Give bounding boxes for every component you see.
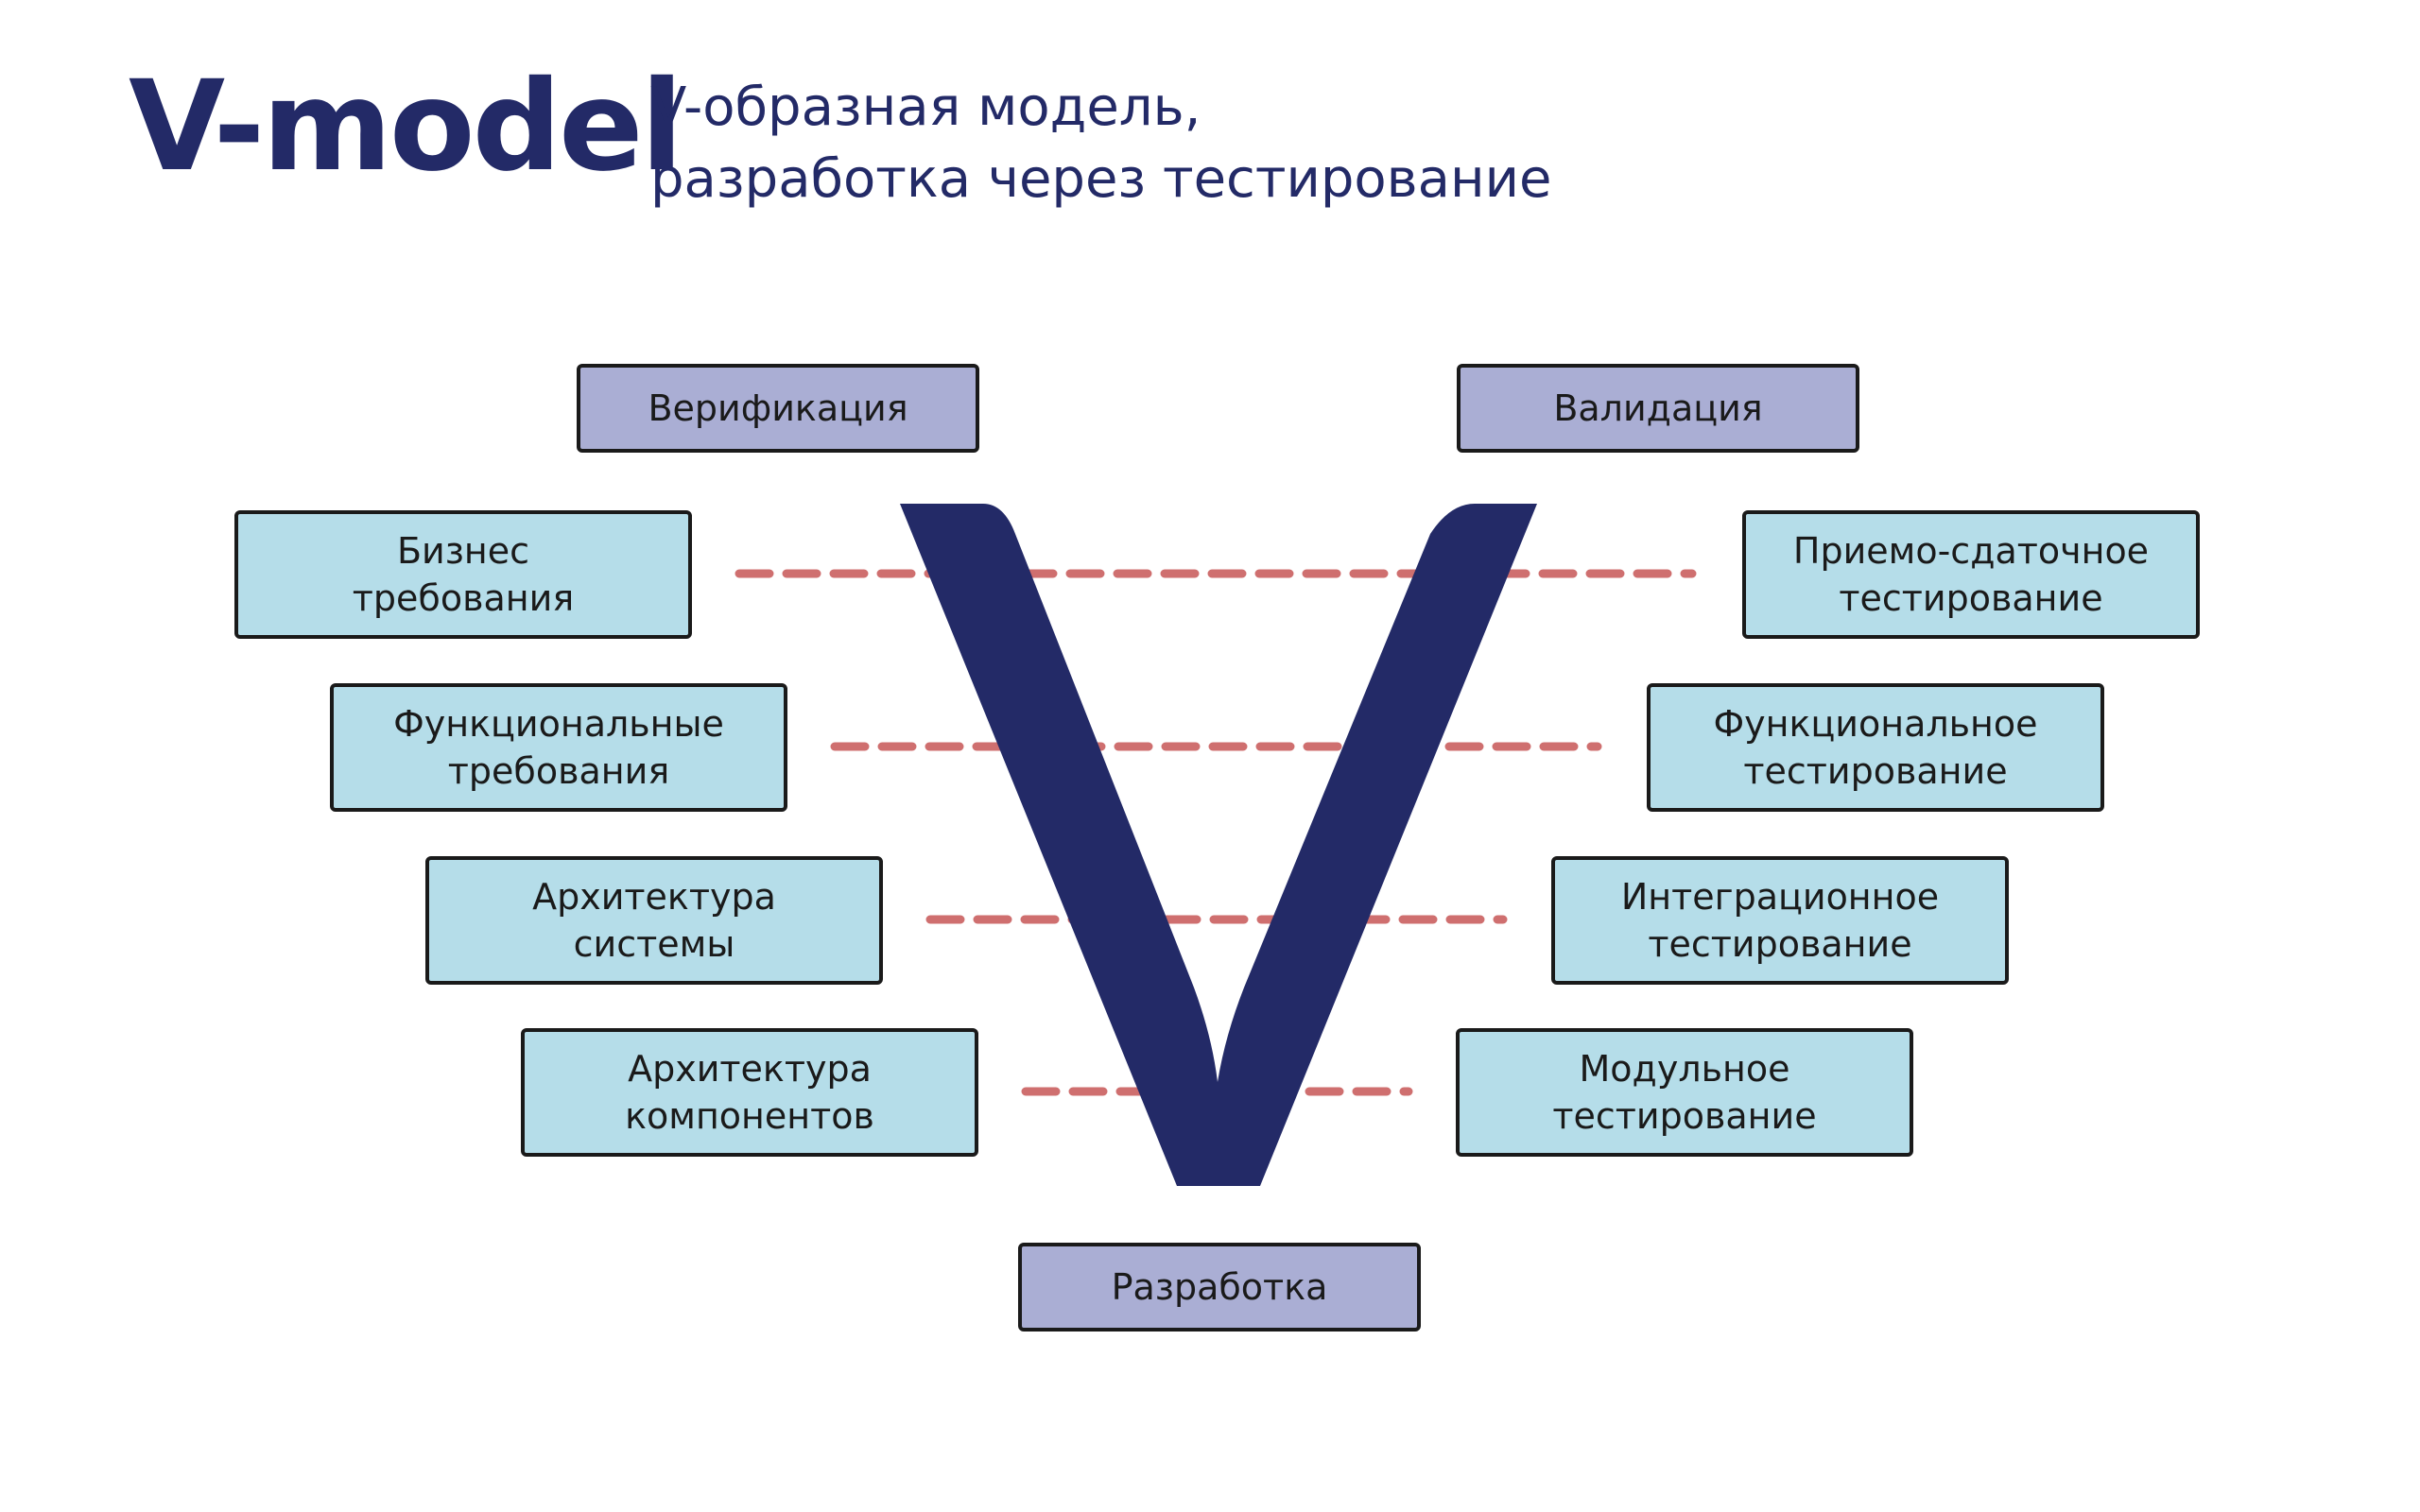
subtitle-line-1: V-образная модель, — [650, 77, 1201, 138]
stage-label-line2: компонентов — [625, 1095, 874, 1137]
stage-label-line1: Приемо-сдаточное — [1792, 530, 2150, 572]
stage-component-architecture: Архитектура компонентов — [521, 1028, 978, 1157]
stage-label-line1: Архитектура — [532, 876, 776, 918]
stage-system-architecture: Архитектура системы — [425, 856, 883, 985]
v-shape — [900, 504, 1537, 1186]
stage-functional-testing: Функциональное тестирование — [1647, 683, 2104, 812]
stage-label-line2: требования — [352, 577, 575, 619]
validation-box: Валидация — [1457, 364, 1859, 453]
stage-unit-testing: Модульное тестирование — [1456, 1028, 1913, 1157]
stage-label-line2: требования — [447, 750, 670, 792]
stage-label-line2: тестирование — [1648, 923, 1912, 965]
stage-label-line2: тестирование — [1743, 750, 2008, 792]
subtitle-line-2: разработка через тестирование — [650, 148, 1552, 210]
page-title: V-model — [129, 54, 683, 199]
development-box: Разработка — [1018, 1243, 1421, 1332]
stage-label-line1: Функциональное — [1713, 703, 2038, 745]
verification-label: Верификация — [648, 387, 908, 429]
development-label: Разработка — [1111, 1266, 1328, 1308]
stage-label-line2: системы — [573, 923, 735, 965]
verification-box: Верификация — [577, 364, 979, 453]
stage-label-line1: Интеграционное — [1620, 876, 1940, 918]
stage-integration-testing: Интеграционное тестирование — [1551, 856, 2009, 985]
stage-label-line1: Бизнес — [396, 530, 530, 572]
page-subtitle: V-образная модель, разработка через тест… — [650, 72, 1551, 215]
stage-label-line1: Архитектура — [628, 1048, 872, 1090]
stage-acceptance-testing: Приемо-сдаточное тестирование — [1742, 510, 2200, 639]
stage-label-line1: Модульное — [1579, 1048, 1790, 1090]
stage-label-line2: тестирование — [1552, 1095, 1817, 1137]
stage-label-line1: Функциональные — [393, 703, 724, 745]
validation-label: Валидация — [1553, 387, 1763, 429]
stage-label-line2: тестирование — [1839, 577, 2103, 619]
stage-functional-requirements: Функциональные требования — [330, 683, 787, 812]
stage-business-requirements: Бизнес требования — [234, 510, 692, 639]
